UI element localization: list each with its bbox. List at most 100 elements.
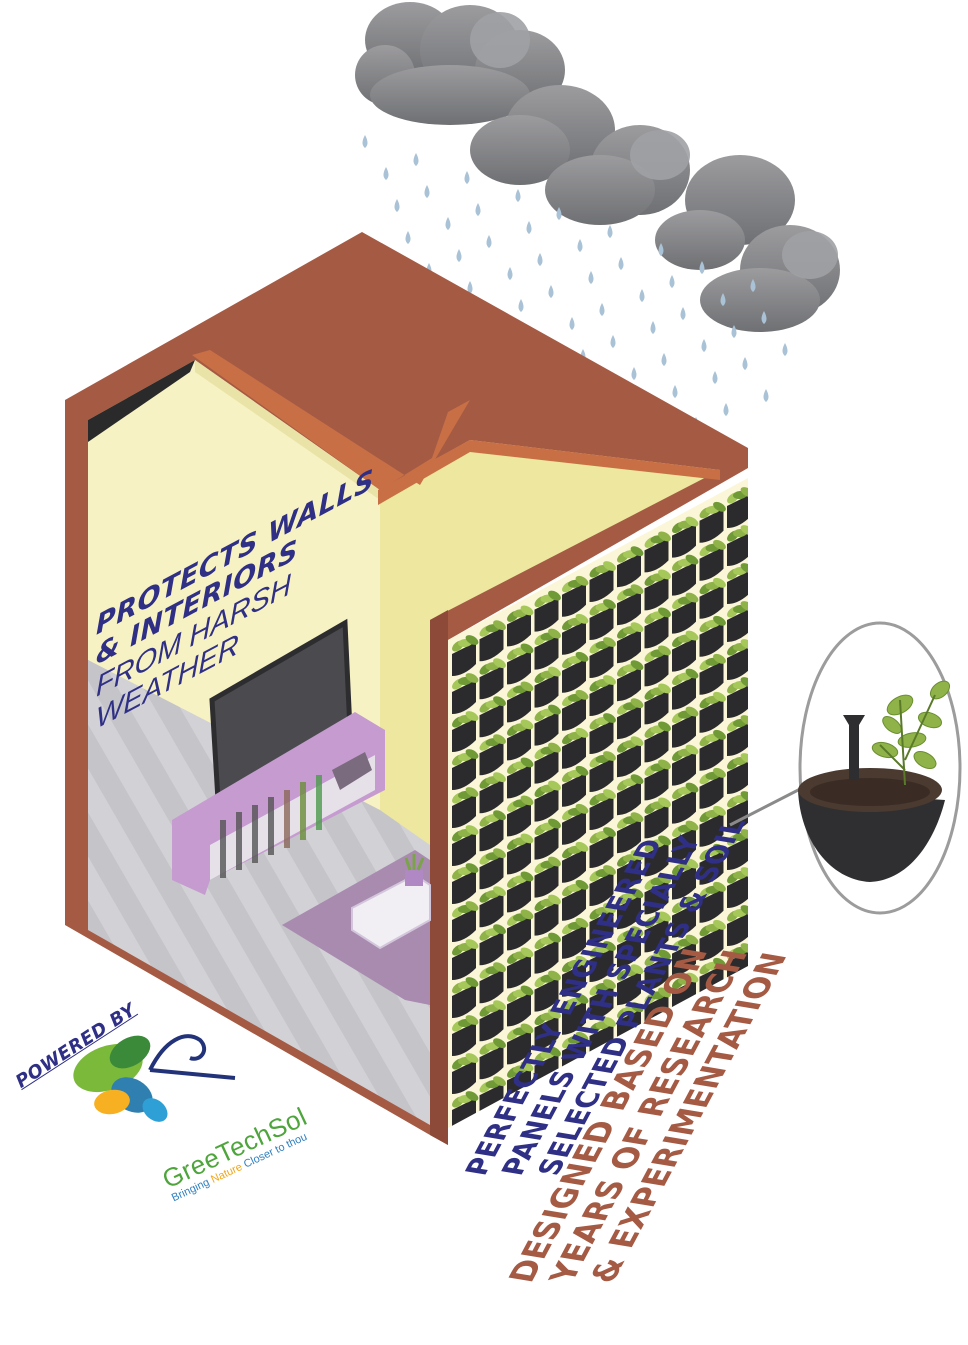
planter-cell: [562, 689, 589, 731]
planter-cell: [672, 934, 699, 976]
rain-drop: [456, 249, 462, 262]
planter-cell: [562, 841, 589, 883]
planter-cell: [727, 525, 748, 566]
planter-cell: [617, 546, 644, 588]
planter-cell: [452, 635, 479, 676]
planter-cell: [727, 639, 748, 680]
planter-cell: [617, 774, 644, 816]
planter-cell: [727, 677, 748, 718]
planter-cell: [507, 643, 534, 685]
planter-cell: [479, 924, 506, 966]
rain-drop: [577, 239, 583, 252]
planter-cell: [644, 949, 671, 991]
planter-cell: [479, 658, 506, 700]
planter-cell: [617, 660, 644, 702]
planter-cell: [589, 675, 616, 716]
planter-cell: [452, 977, 479, 1018]
planter-cell: [617, 850, 644, 892]
rain-drop: [658, 243, 664, 256]
planter-cell: [589, 637, 616, 678]
rain-drop: [672, 385, 678, 398]
rain-drop: [701, 339, 707, 352]
planter-cell: [589, 827, 616, 868]
planter-cell: [699, 767, 726, 809]
planter-cell: [562, 727, 589, 769]
planter-cell: [562, 803, 589, 845]
planter-cell: [507, 605, 534, 647]
planter-cell: [672, 630, 699, 672]
planter-cell: [562, 613, 589, 655]
rain-drop: [750, 279, 756, 292]
rain-drop: [537, 253, 543, 266]
planter-cell: [617, 926, 644, 968]
rain-drop: [383, 167, 389, 180]
planter-cell: [699, 843, 726, 885]
planter-cell: [672, 668, 699, 710]
planter-cell: [699, 501, 726, 543]
rain-cloud-icon: [355, 2, 840, 332]
planter-cell: [644, 911, 671, 953]
rain-drop: [486, 235, 492, 248]
planter-cell: [534, 666, 561, 708]
planter-cell: [672, 554, 699, 596]
planter-cell: [534, 894, 561, 936]
planter-cell: [617, 622, 644, 664]
rain-drop: [413, 153, 419, 166]
planter-cell: [507, 833, 534, 875]
vertical-garden-panel: [448, 478, 748, 1128]
planter-cell: [534, 704, 561, 746]
planter-cell: [672, 706, 699, 748]
planter-cell: [534, 856, 561, 898]
planter-cell: [534, 590, 561, 632]
rain-drop: [548, 285, 554, 298]
planter-cell: [534, 818, 561, 860]
rain-drop: [556, 207, 562, 220]
planter-cell: [507, 795, 534, 837]
planter-cell: [479, 1038, 506, 1080]
planter-cell: [534, 970, 561, 1012]
planter-cell: [452, 1053, 479, 1094]
planter-cell: [727, 715, 748, 756]
rain-drop: [669, 275, 675, 288]
planter-cell: [672, 858, 699, 900]
rain-drop: [507, 267, 513, 280]
planter-cell: [562, 575, 589, 617]
planter-cell: [507, 719, 534, 761]
rain-drop: [362, 135, 368, 148]
rain-drop: [680, 307, 686, 320]
planter-cell: [672, 782, 699, 824]
planter-cell: [589, 561, 616, 602]
planter-cell: [479, 1000, 506, 1042]
planter-cell: [699, 729, 726, 771]
planter-cell: [672, 820, 699, 862]
greetechsol-logo: [73, 1034, 236, 1122]
planter-cell: [562, 879, 589, 921]
planter-cell: [479, 810, 506, 852]
rain-drop: [464, 171, 470, 184]
planter-cell: [727, 829, 748, 870]
planter-cell: [452, 711, 479, 752]
rain-drop: [712, 371, 718, 384]
planter-cell: [699, 653, 726, 695]
planter-cell: [507, 757, 534, 799]
planter-cell: [534, 628, 561, 670]
rain-drop: [661, 353, 667, 366]
planter-cell: [699, 881, 726, 923]
planter-cell: [672, 592, 699, 634]
planter-cell: [562, 993, 589, 1035]
planter-cell: [507, 985, 534, 1027]
planter-cell: [727, 563, 748, 604]
planter-cell: [507, 909, 534, 951]
planter-cell: [452, 1015, 479, 1056]
planter-cell: [617, 964, 644, 1006]
planter-cell: [644, 607, 671, 649]
rain-drop: [518, 299, 524, 312]
rain-drop: [618, 257, 624, 270]
planter-cell: [507, 947, 534, 989]
rain-drop: [639, 289, 645, 302]
rain-drop: [720, 293, 726, 306]
planter-cell: [727, 487, 748, 528]
planter-cell: [452, 749, 479, 790]
planter-cell: [589, 789, 616, 830]
